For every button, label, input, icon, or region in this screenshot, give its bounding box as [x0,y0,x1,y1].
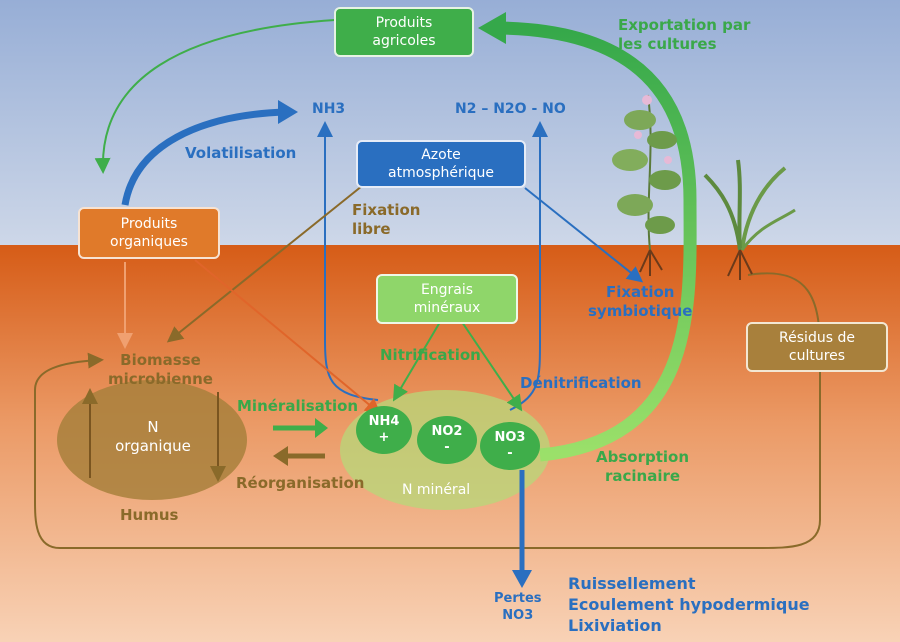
no2-line1: NO2 [431,424,463,439]
reorganisation-arrowhead [273,446,288,466]
produits-organiques-box: Produits organiques [78,207,220,259]
nh4-line2: + [378,430,390,445]
residus-line1: Résidus de [779,330,855,346]
no3-circle [480,422,540,470]
fixation-symbiotique-arrow [524,187,644,283]
nitrification-label: Nitrification [380,346,481,364]
no3-line1: NO3 [494,430,526,445]
volatilisation-arrowhead [278,100,298,124]
volatilisation-arrow [121,108,286,206]
engrais-line2: minéraux [413,300,481,316]
losses-arrowhead [512,570,532,588]
produits-agricoles-line1: Produits [375,15,433,31]
pertes-line1: Pertes [494,591,542,606]
engrais-to-no3-arrow [461,321,523,412]
n2-n2o-no-label: N2 – N2O - NO [455,101,566,117]
exportation-label: Exportation par les cultures [618,16,750,54]
no2-label: NO2 - [427,424,467,456]
no3-label: NO3 - [490,430,530,462]
residus-line2: cultures [788,348,846,364]
nh4-label: NH4 + [364,414,404,446]
biomasse-line1: Biomasse [120,351,201,369]
nh3-label: NH3 [312,101,346,117]
denitrification-label: Dénitrification [520,374,642,392]
n-organique-line2: organique [115,437,191,455]
fixation-libre-label: Fixation libre [352,201,420,239]
azote-line2: atmosphérique [388,165,494,181]
pathway-ruissellement: Ruissellement [568,574,696,593]
no2-line2: - [444,440,450,455]
fixation-libre-arrow [166,185,363,343]
pathway-lixiviation: Lixiviation [568,616,662,635]
engrais-mineraux-box: Engrais minéraux [376,274,518,324]
produits-organiques-line1: Produits [120,216,178,232]
humus-label: Humus [120,506,179,524]
export-arrowhead [478,12,506,44]
n-mineral-label: N minéral [402,482,471,498]
fixation-symbiotique-line1: Fixation [605,283,675,301]
pathway-ecoulement: Ecoulement hypodermique [568,595,810,614]
volatilisation-label: Volatilisation [185,144,297,162]
fixation-symbiotique-line2: symbiotique [588,302,693,320]
fixation-libre-line2: libre [352,220,391,238]
n-organique-label: N organique [108,418,198,456]
fixation-libre-line1: Fixation [352,201,421,219]
loss-pathways-list: Ruissellement Ecoulement hypodermique Li… [568,573,810,636]
residus-cultures-box: Résidus de cultures [746,322,888,372]
mineralisation-arrowhead [315,418,328,438]
nh4-line1: NH4 [368,414,400,429]
pertes-line2: NO3 [502,608,534,623]
biomasse-line2: microbienne [108,370,213,388]
azote-atmospherique-box: Azote atmosphérique [356,140,526,188]
n-organique-line1: N [147,418,159,436]
produits-agricoles-line2: agricoles [372,33,436,49]
export-arrow [499,21,697,462]
reorganisation-label: Réorganisation [236,474,365,492]
absorption-line1: Absorption [596,448,690,466]
mineralisation-label: Minéralisation [237,397,359,415]
no3-line2: - [507,446,513,461]
exportation-line1: Exportation par [618,16,751,34]
agri-to-organic-arrow [94,19,336,174]
nh4-circle [356,406,412,454]
fixation-symbiotique-label: Fixation symbiotique [588,283,692,321]
produits-organiques-line2: organiques [110,234,188,250]
produits-agricoles-box: Produits agricoles [334,7,474,57]
engrais-line1: Engrais [420,282,474,298]
pertes-no3-label: Pertes NO3 [494,590,542,624]
absorption-line2: racinaire [604,467,681,485]
no2-circle [417,416,477,464]
legume-plant-icon [612,94,681,276]
absorption-label: Absorption racinaire [596,448,689,486]
organic-to-nh4-arrow [194,259,382,415]
engrais-to-nh4-arrow [392,321,441,402]
biomasse-label: Biomasse microbienne [108,351,213,389]
azote-line1: Azote [421,147,461,163]
grass-plant-icon [703,159,796,280]
exportation-line2: les cultures [618,35,717,53]
organic-n-pool [57,380,247,500]
residues-loop-arrow [34,272,821,549]
nh4-to-nh3-arrow [317,121,379,401]
